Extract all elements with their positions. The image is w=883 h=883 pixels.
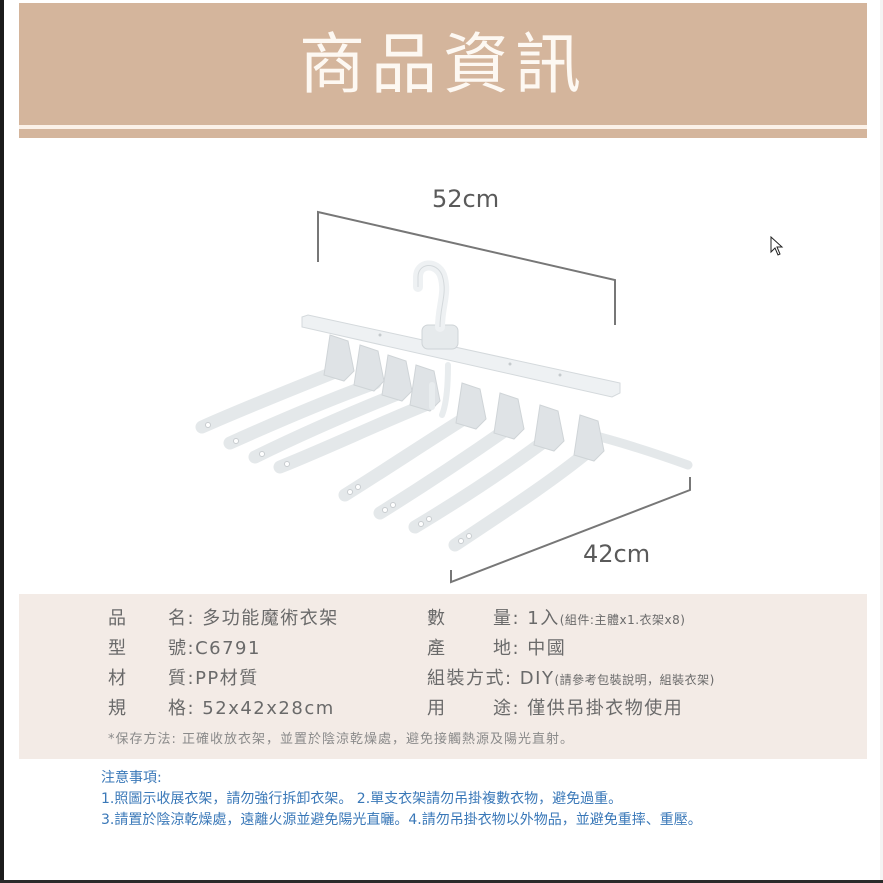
hanger-clip [493, 392, 525, 440]
width-dimension-label: 52cm [432, 185, 500, 213]
spec-note: (請參考包裝說明，組裝衣架) [554, 673, 715, 687]
window-left-border [0, 0, 4, 883]
width-dimension-line [317, 210, 616, 325]
spec-row-size: 規格: 52x42x28cm [108, 698, 335, 719]
hanger-arm [195, 363, 347, 434]
notice-line: 1.照圖示收展衣架，請勿強行拆卸衣架。 2.單支衣架請勿吊掛複數衣物，避免過重。 [101, 791, 623, 807]
depth-dimension-line [450, 477, 691, 584]
hanger-illustration [195, 210, 693, 584]
window-right-border [880, 0, 883, 883]
spec-value: 1入 [527, 608, 560, 629]
notice-line: 3.請置於陰涼乾燥處，遠離火源並避免陽光直曬。4.請勿吊掛衣物以外物品，並避免重… [101, 812, 702, 828]
spec-value: DIY [519, 668, 555, 689]
hanger-arm [408, 430, 557, 534]
spec-row-material: 材質:PP材質 [108, 668, 259, 689]
spec-row-assembly: 組裝方式: DIY(請參考包裝說明，組裝衣架) [427, 668, 715, 689]
hanger-clip [409, 364, 441, 412]
hanger-arm [373, 420, 517, 520]
spec-row-quantity: 數量: 1入(組件:主體x1.衣架x8) [427, 608, 686, 629]
hanger-arm [595, 432, 693, 470]
spec-value: 多功能魔術衣架 [202, 608, 339, 629]
hanger-clips [323, 334, 605, 462]
hanger-clip [353, 344, 385, 392]
page-title: 商品資訊 [299, 26, 587, 103]
spec-panel: 品名: 多功能魔術衣架 型號:C6791 材質:PP材質 規格: 52x42x2… [19, 594, 867, 759]
spec-value: 僅供吊掛衣物使用 [527, 698, 684, 719]
product-figure: 52cm 42cm [180, 175, 710, 595]
spec-row-name: 品名: 多功能魔術衣架 [108, 608, 339, 629]
storage-note: *保存方法: 正確收放衣架，並置於陰涼乾燥處，避免接觸熱源及陽光直射。 [108, 732, 575, 747]
hanger-arm [223, 376, 382, 450]
mouse-pointer-icon [770, 236, 784, 256]
header-banner: 商品資訊 [19, 3, 867, 125]
depth-dimension-label: 42cm [583, 540, 651, 568]
notice-title: 注意事項: [101, 770, 162, 786]
hanger-clip [323, 334, 355, 382]
spec-row-usage: 用途: 僅供吊掛衣物使用 [427, 698, 684, 719]
hanger-main-bar [301, 314, 621, 398]
spec-value: C6791 [195, 638, 261, 659]
hanger-lower-hook [429, 362, 451, 418]
spec-row-model: 型號:C6791 [108, 638, 261, 659]
notice-section: 注意事項: 1.照圖示收展衣架，請勿強行拆卸衣架。 2.單支衣架請勿吊掛複數衣物… [101, 768, 702, 831]
hanger-arm [248, 386, 407, 464]
spec-note: (組件:主體x1.衣架x8) [559, 613, 686, 627]
spec-value: PP材質 [195, 668, 259, 689]
spec-value: 52x42x28cm [202, 698, 335, 719]
spec-row-origin: 產地: 中國 [427, 638, 567, 659]
hanger-clip [533, 404, 565, 452]
header-divider [19, 129, 867, 138]
header-divider-gap [19, 125, 867, 129]
hanger-arm [273, 396, 437, 474]
spec-value: 中國 [527, 638, 567, 659]
hanger-clip [573, 414, 605, 462]
window-bottom-border [0, 880, 883, 883]
hanger-clip [455, 382, 487, 430]
hanger-clip [381, 354, 413, 402]
